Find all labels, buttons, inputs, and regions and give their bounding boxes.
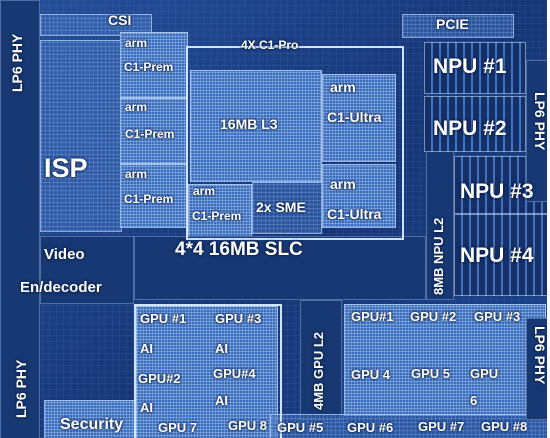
cpu-prem-core-4 — [188, 184, 252, 238]
cpu-ultra-core-2 — [322, 164, 396, 228]
npu-1-label: NPU #1 — [433, 55, 507, 78]
security-block — [44, 400, 136, 438]
gpu-right-2-label: GPU #2 — [410, 309, 457, 324]
gpu-l2-block — [300, 300, 342, 420]
cpu-cluster-frame — [186, 46, 404, 240]
arm-label-prem-3: arm — [125, 167, 148, 181]
isp-block — [40, 40, 122, 232]
gpu-right-3-label: GPU #3 — [474, 309, 521, 324]
video-label: Video — [44, 246, 85, 263]
pcie-block — [402, 14, 514, 38]
gpu-l2-label: 4MB GPU L2 — [311, 331, 326, 410]
lp6-phy-left-block — [0, 0, 40, 438]
arm-label-ultra-2: arm — [330, 176, 356, 192]
arm-label-prem-4: arm — [193, 184, 216, 198]
cpu-prem-core-3 — [120, 164, 188, 228]
slc-label: 4*4 16MB SLC — [175, 239, 303, 260]
sme-label: 2x SME — [256, 199, 306, 215]
c1-ultra-label-2: C1-Ultra — [327, 206, 382, 222]
security-label: Security — [60, 416, 124, 433]
npu-l2-label: 8MB NPU L2 — [431, 217, 446, 295]
isp-label: ISP — [44, 153, 88, 183]
gpu-right-6-number: 6 — [470, 393, 478, 408]
csi-label: CSI — [108, 12, 132, 28]
arm-label-ultra-1: arm — [330, 79, 356, 95]
cpu-prem-core-2 — [120, 98, 188, 164]
ai-label-2: AI — [215, 341, 228, 356]
c1-prem-label-3: C1-Prem — [124, 192, 174, 206]
gpu-left-7-label: GPU 7 — [158, 420, 198, 435]
c1-ultra-label-1: C1-Ultra — [327, 109, 382, 125]
gpu-right-6-label: GPU — [470, 366, 499, 381]
gpu-left-1-label: GPU #1 — [140, 311, 187, 326]
lp6-phy-label-bottom-left: LP6 PHY — [13, 359, 29, 418]
gpu-right-4-label: GPU 4 — [351, 367, 391, 382]
gpu-left-8-label: GPU 8 — [228, 418, 268, 433]
ai-label-1: AI — [140, 341, 153, 356]
cpu-ultra-core-1 — [322, 74, 396, 162]
npu-2-block — [424, 96, 526, 152]
ai-label-3: AI — [140, 400, 153, 415]
npu-2-label: NPU #2 — [433, 117, 507, 140]
npu-1-block — [424, 42, 526, 94]
video-decoder-block — [40, 236, 134, 304]
c1-prem-label-4: C1-Prem — [192, 209, 242, 223]
lp6-phy-label-bottom-right: LP6 PHY — [532, 326, 548, 385]
slc-block — [134, 236, 426, 300]
arm-label-prem-2: arm — [125, 100, 148, 114]
gpu-right-bottom-6-label: GPU #6 — [347, 420, 394, 435]
gpu-right-bottom-5-label: GPU #5 — [277, 420, 324, 435]
l3-cache-label: 16MB L3 — [220, 116, 278, 132]
csi-block — [40, 14, 152, 36]
arm-label-prem-1: arm — [125, 36, 148, 50]
en-decoder-label: En/decoder — [20, 279, 102, 296]
npu-4-block — [454, 214, 550, 296]
gpu-right-5-label: GPU 5 — [411, 366, 451, 381]
image-right-edge — [547, 0, 550, 438]
c1-prem-label-1: C1-Prem — [124, 60, 174, 74]
gpu-left-2-label: GPU#2 — [138, 371, 181, 386]
pcie-label: PCIE — [436, 16, 469, 32]
npu-3-label: NPU #3 — [460, 180, 534, 203]
c1-prem-label-2: C1-Prem — [125, 127, 175, 141]
cpu-prem-core-1 — [120, 32, 188, 98]
lp6-phy-label-top-left: LP6 PHY — [9, 33, 25, 92]
gpu-right-bottom-7-label: GPU #7 — [418, 419, 465, 434]
npu-l2-block — [426, 150, 454, 300]
gpu-left-3-label: GPU #3 — [215, 311, 262, 326]
cpu-cluster-label: 4X C1-Pro — [241, 38, 299, 52]
gpu-left-frame — [134, 304, 282, 438]
gpu-right-bottom-8-label: GPU #8 — [481, 419, 528, 434]
gpu-bottom-row-block — [270, 414, 549, 438]
ai-label-4: AI — [215, 393, 228, 408]
gpu-right-1-label: GPU#1 — [351, 309, 394, 324]
l3-cache-block — [190, 70, 322, 182]
npu-4-label: NPU #4 — [460, 244, 534, 267]
lp6-phy-label-top-right: LP6 PHY — [532, 92, 548, 151]
gpu-left-4-label: GPU#4 — [213, 366, 256, 381]
gpu-left-array-block — [136, 306, 278, 438]
sme-block — [252, 182, 322, 234]
